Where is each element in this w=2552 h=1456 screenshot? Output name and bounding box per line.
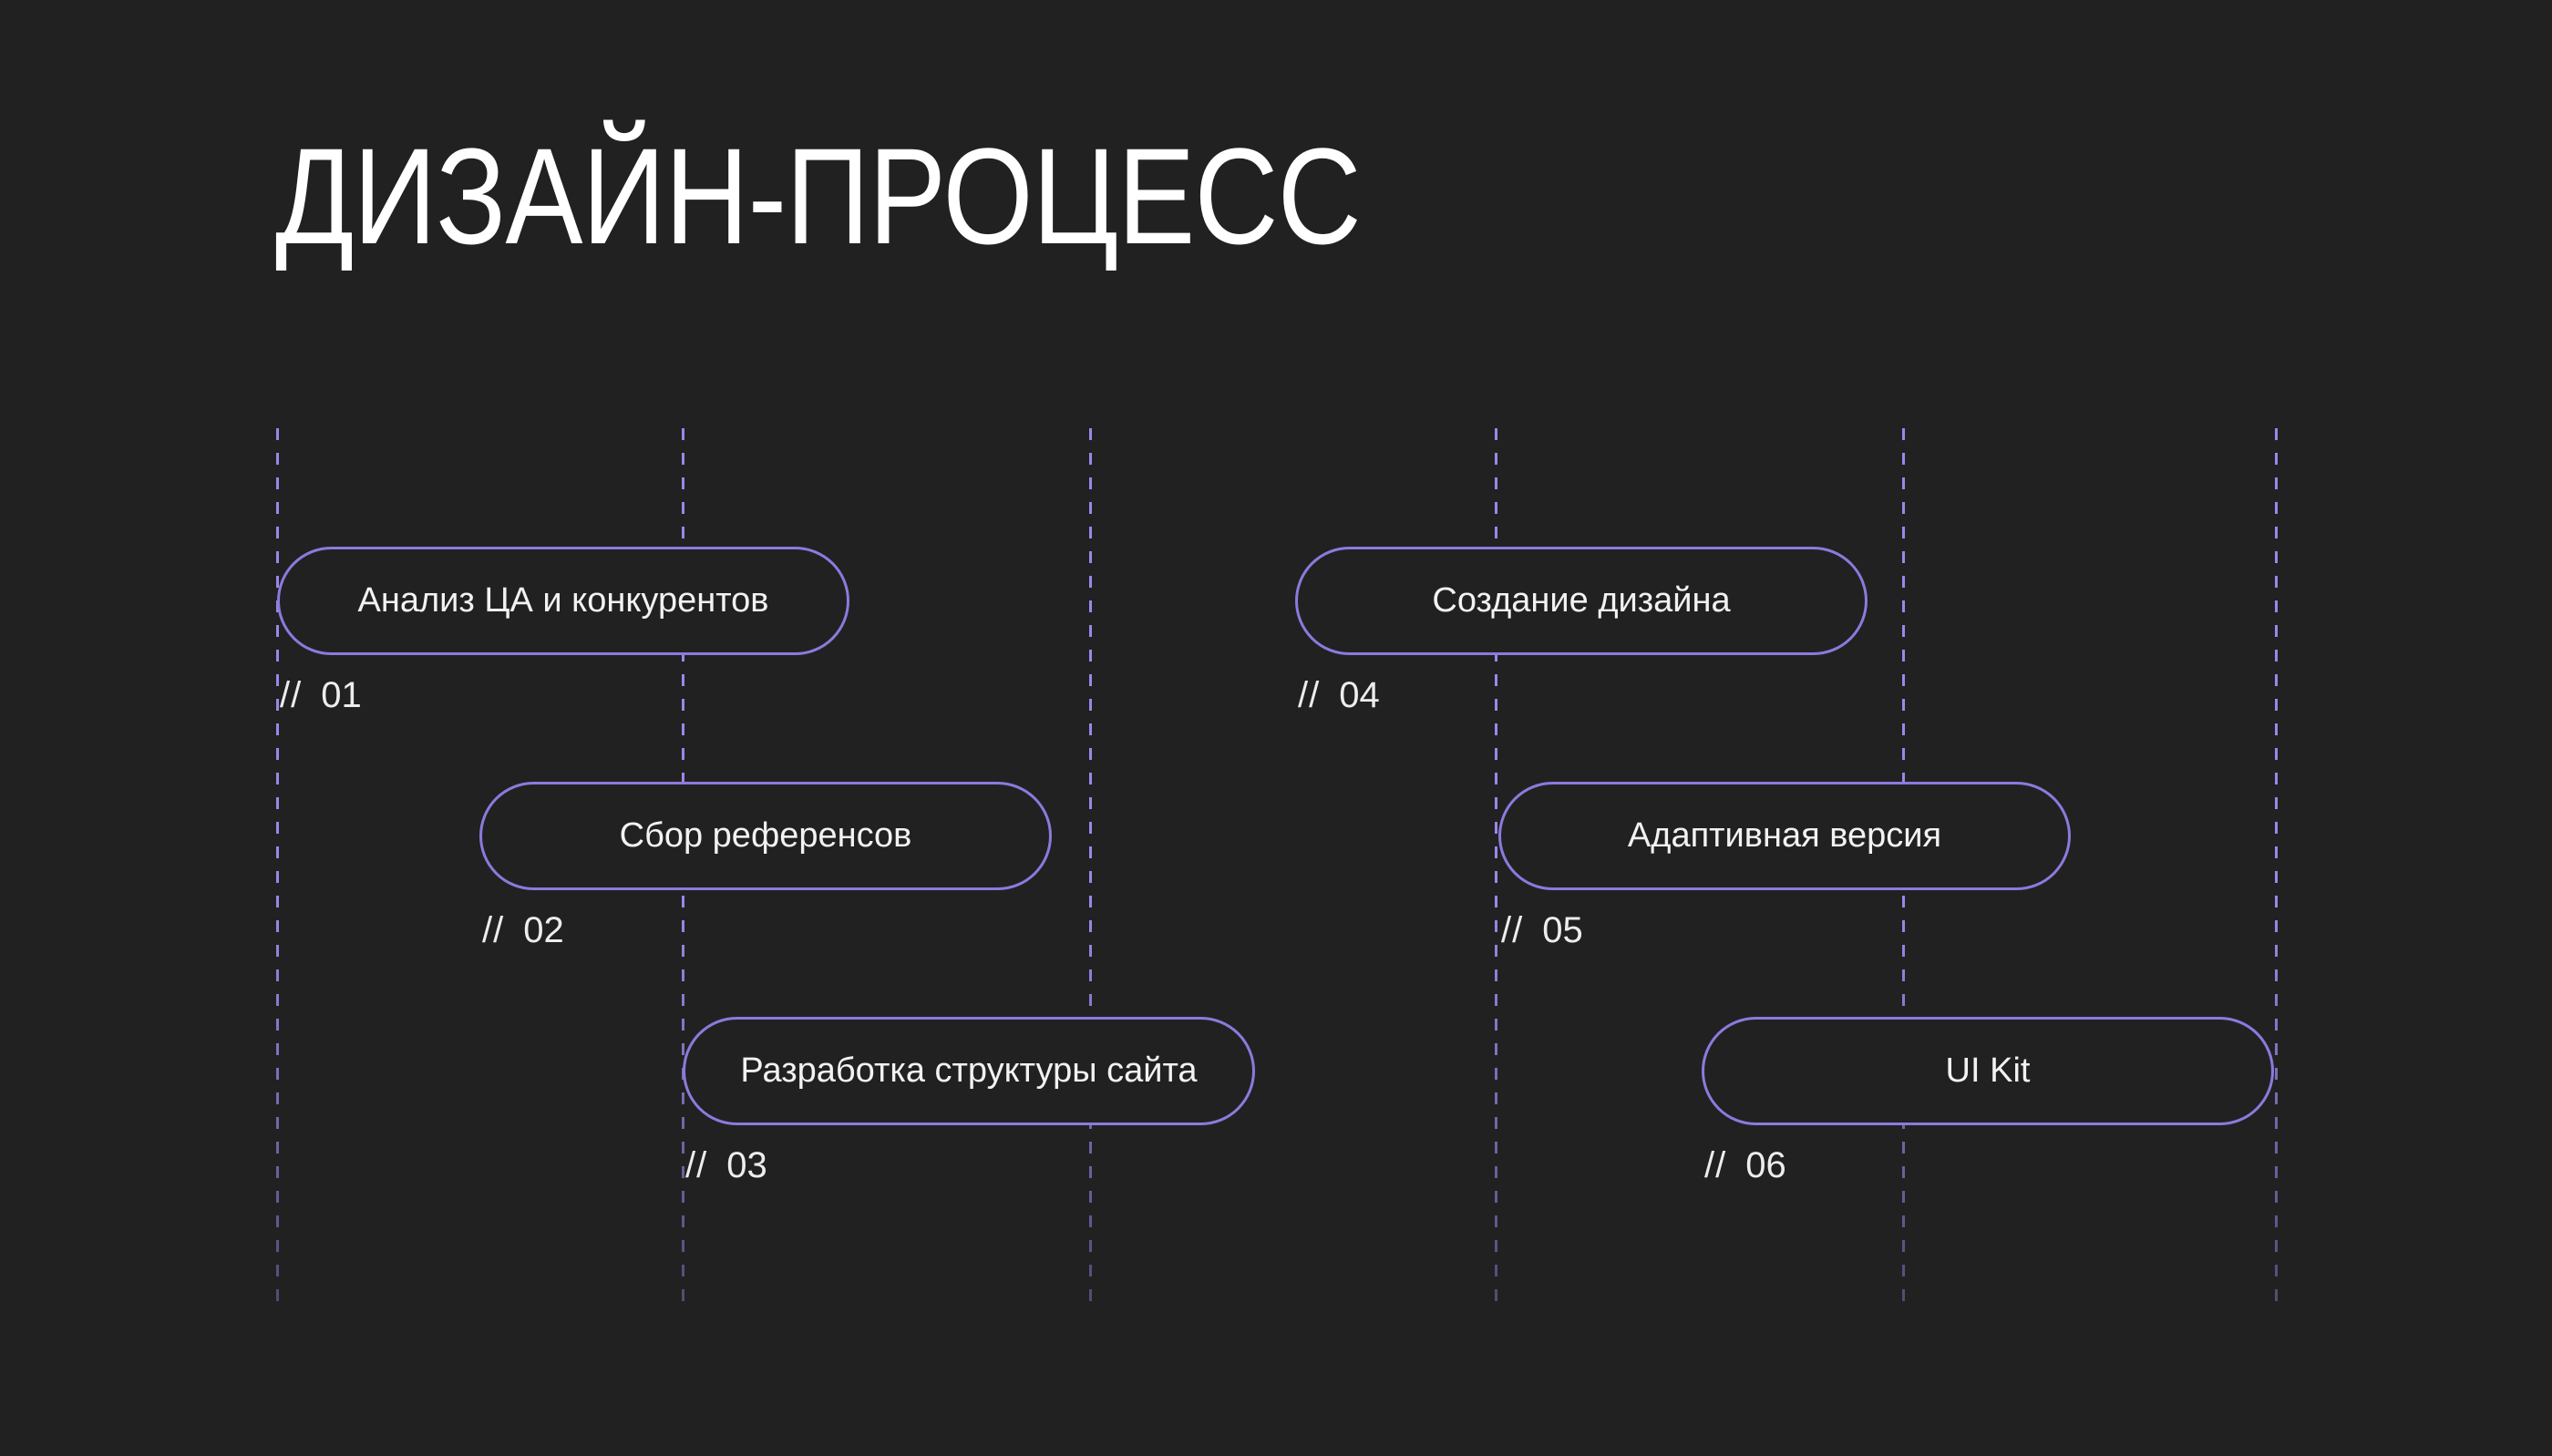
step-number-06-prefix: // [1704,1145,1727,1185]
step-pill-04-label: Создание дизайна [1432,581,1731,620]
page-title: ДИЗАЙН-ПРОЦЕСС [275,119,1362,272]
guide-line-3 [1089,428,1092,1309]
step-number-04-prefix: // [1298,675,1321,715]
step-pill-01: Анализ ЦА и конкурентов [277,547,849,655]
step-pill-05-label: Адаптивная версия [1627,816,1942,855]
step-pill-06-label: UI Kit [1945,1051,2031,1090]
guide-line-1 [276,428,279,1309]
step-number-03: // 03 [685,1147,767,1184]
guide-line-6 [2275,428,2278,1309]
step-pill-03-label: Разработка структуры сайта [740,1051,1198,1090]
step-pill-01-label: Анализ ЦА и конкурентов [357,581,769,620]
step-number-04-value: 04 [1339,675,1380,715]
step-pill-03: Разработка структуры сайта [683,1017,1255,1125]
step-number-02-value: 02 [523,910,564,950]
step-number-01-prefix: // [280,675,303,715]
step-number-05-prefix: // [1501,910,1524,950]
step-number-06: // 06 [1704,1147,1786,1184]
step-pill-06: UI Kit [1702,1017,2274,1125]
step-number-05: // 05 [1501,912,1583,948]
step-number-02-prefix: // [482,910,505,950]
step-number-03-value: 03 [726,1145,767,1185]
step-pill-04: Создание дизайна [1295,547,1868,655]
step-number-01: // 01 [280,677,362,713]
step-number-05-value: 05 [1542,910,1583,950]
step-number-04: // 04 [1298,677,1380,713]
step-number-06-value: 06 [1745,1145,1786,1185]
step-pill-02-label: Сбор референсов [619,816,912,855]
step-pill-02: Сбор референсов [479,782,1052,890]
step-number-02: // 02 [482,912,564,948]
step-pill-05: Адаптивная версия [1498,782,2071,890]
guide-line-4 [1495,428,1497,1309]
step-number-01-value: 01 [321,675,362,715]
step-number-03-prefix: // [685,1145,708,1185]
